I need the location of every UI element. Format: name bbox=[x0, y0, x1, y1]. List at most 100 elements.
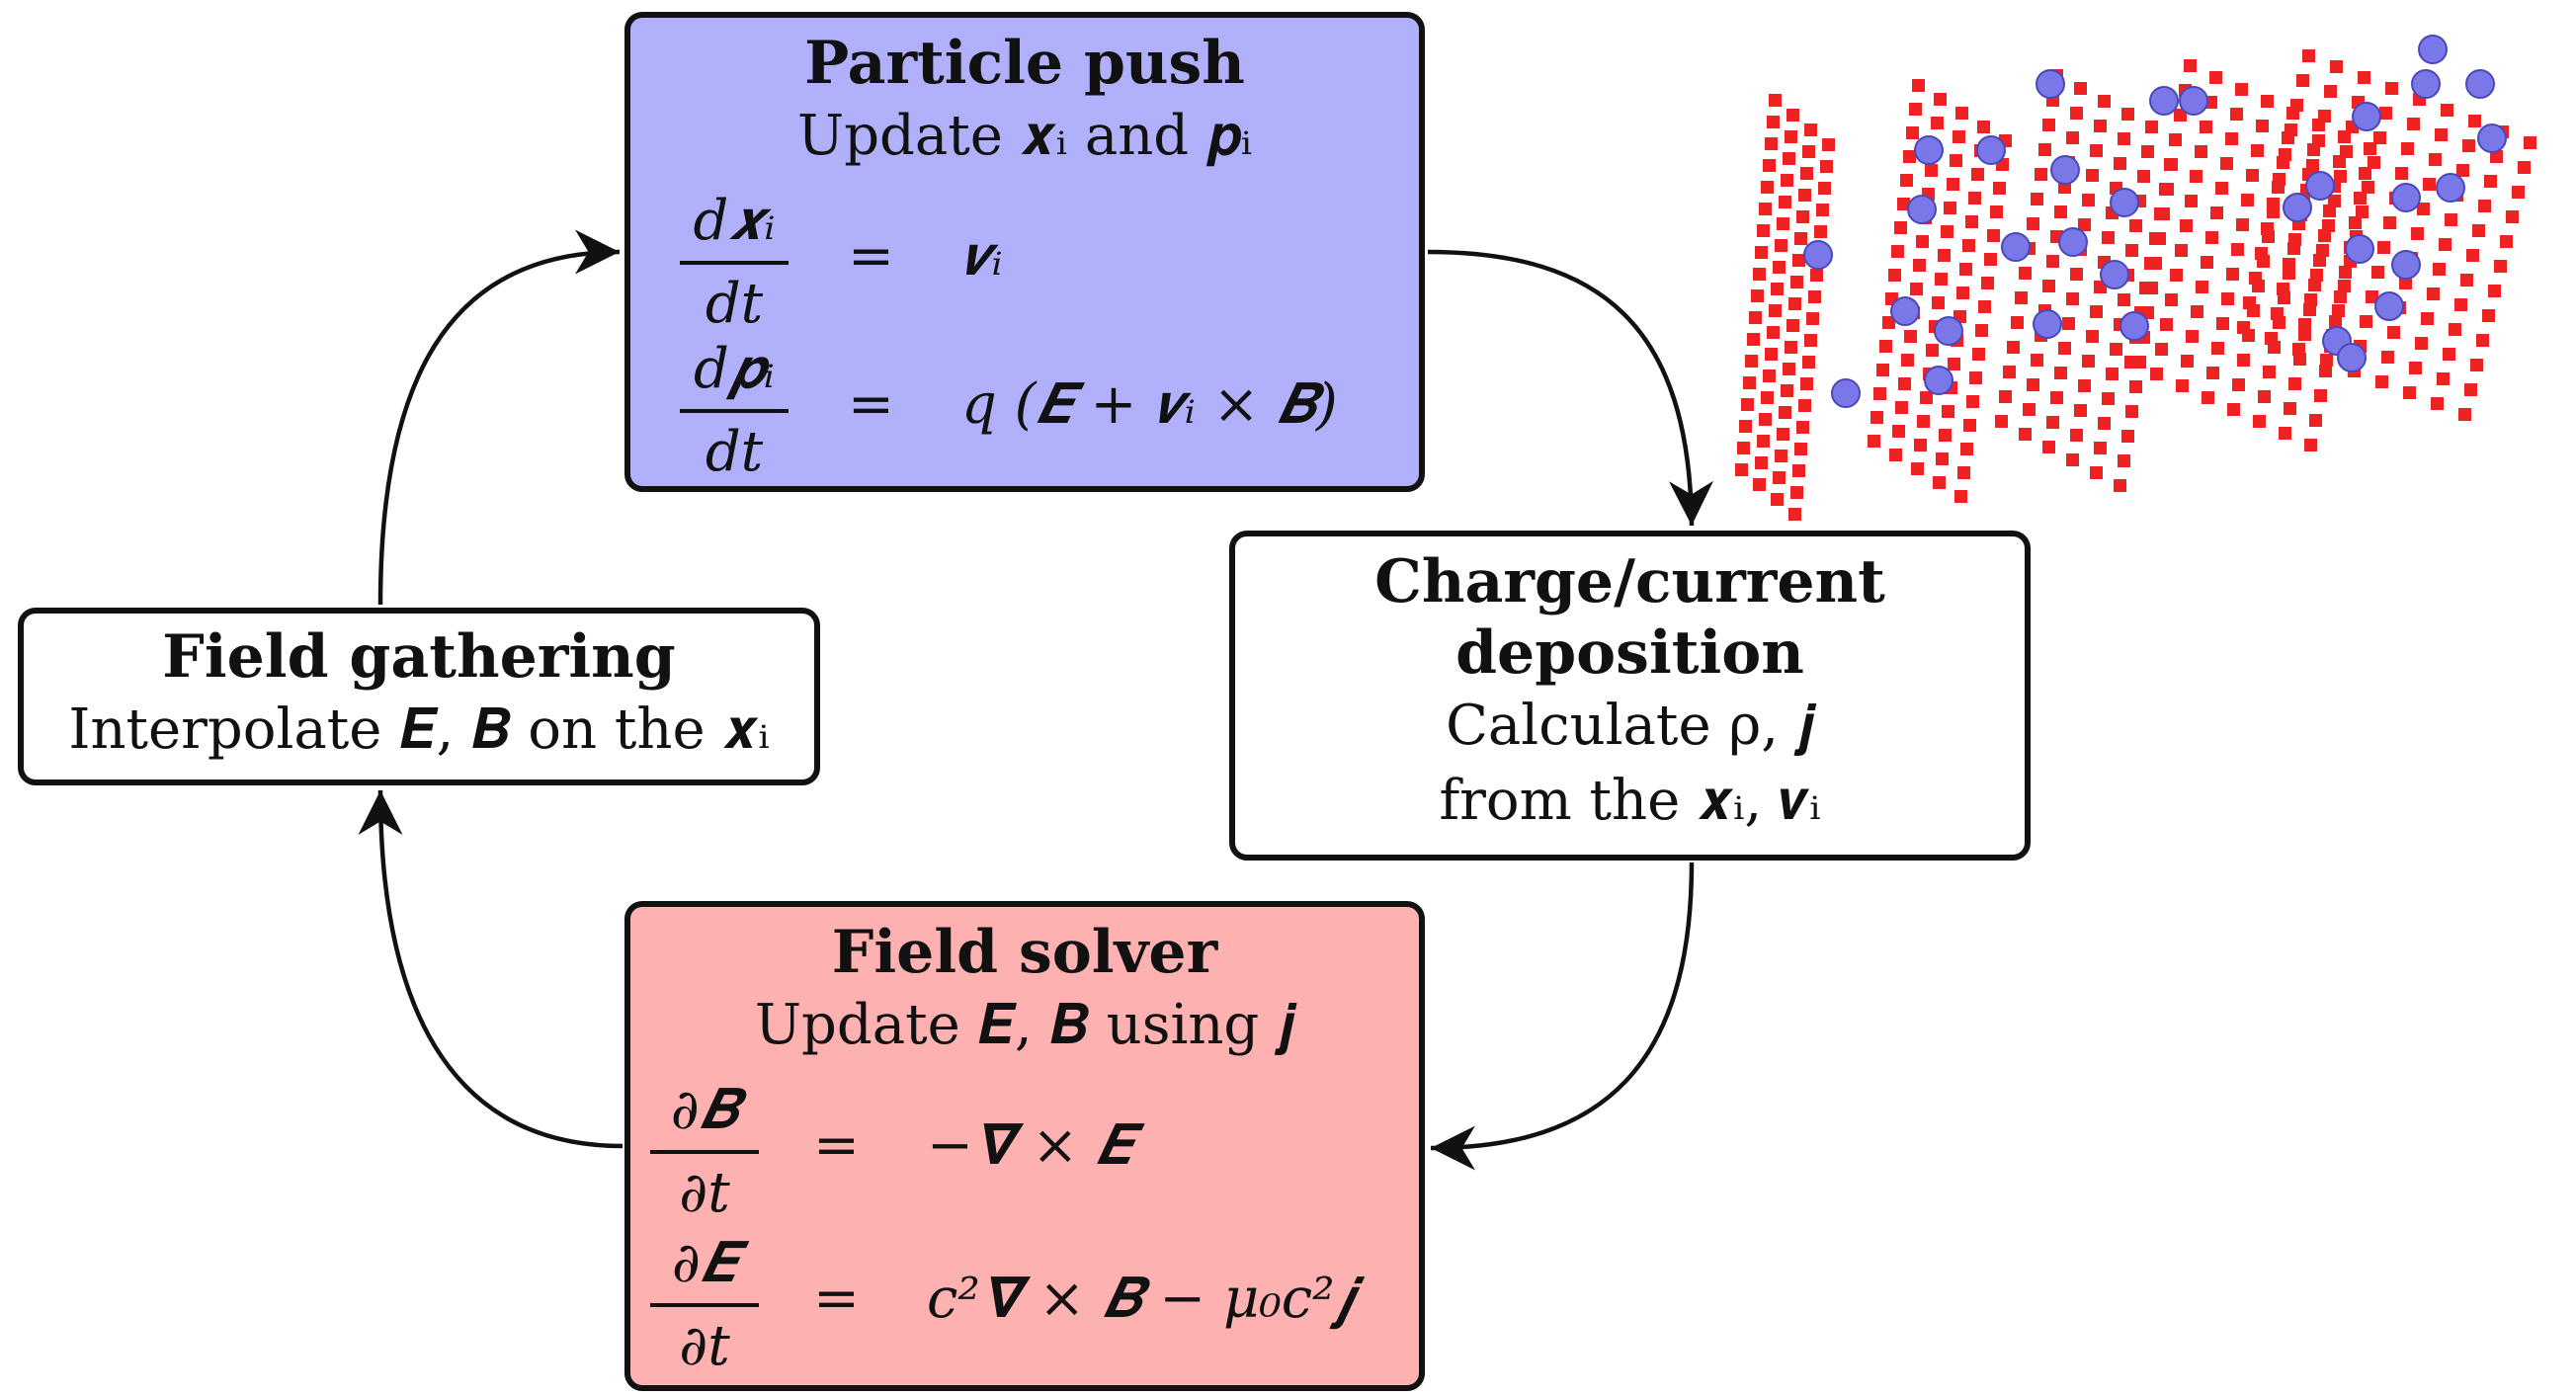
grid-cell bbox=[1759, 203, 1772, 215]
grid-cell bbox=[1785, 341, 1797, 354]
grid-cell bbox=[2395, 167, 2408, 180]
grid-cell bbox=[2251, 144, 2264, 157]
particle-push-title: Particle push bbox=[804, 29, 1245, 98]
grid-cell bbox=[2312, 134, 2325, 147]
grid-cell bbox=[2524, 136, 2536, 149]
grid-cell bbox=[1792, 464, 1805, 477]
grid-cell bbox=[2031, 193, 2043, 205]
grid-cell bbox=[1767, 116, 1780, 128]
grid-cell bbox=[2310, 269, 2323, 282]
grid-cell bbox=[2125, 244, 2138, 257]
grid-cell bbox=[2066, 453, 2079, 466]
grid-cell bbox=[2094, 120, 2107, 132]
grid-cell bbox=[2332, 304, 2345, 317]
grid-cell bbox=[2340, 145, 2353, 158]
grid-cell bbox=[2290, 99, 2303, 112]
grid-cell bbox=[1751, 289, 1764, 302]
particle-sphere bbox=[2345, 234, 2374, 264]
grid-cell bbox=[2216, 317, 2229, 330]
grid-cell bbox=[2377, 241, 2390, 254]
grid-cell bbox=[2316, 244, 2329, 257]
grid-cell bbox=[2339, 266, 2352, 279]
grid-cell bbox=[2181, 355, 2194, 368]
grid-cell bbox=[1931, 117, 1944, 129]
grid-cell bbox=[2435, 128, 2448, 141]
grid-cell bbox=[2050, 391, 2063, 404]
grid-cell bbox=[2298, 328, 2311, 341]
grid-cell bbox=[1926, 344, 1939, 357]
grid-cell bbox=[1894, 221, 1907, 234]
grid-cell bbox=[1755, 456, 1768, 469]
equals-sign: = bbox=[813, 1267, 860, 1331]
grid-cell bbox=[1755, 246, 1768, 259]
grid-cell bbox=[2285, 123, 2297, 136]
grid-cell bbox=[2403, 386, 2416, 399]
grid-cell bbox=[1769, 304, 1782, 317]
grid-cell bbox=[1984, 253, 1997, 266]
grid-cell bbox=[1956, 287, 1969, 299]
grid-cell bbox=[2118, 293, 2130, 306]
grid-cell bbox=[2038, 143, 2051, 156]
grid-cell bbox=[1816, 204, 1829, 216]
grid-cell bbox=[2141, 145, 2154, 158]
grid-cell bbox=[2385, 82, 2398, 95]
grid-cell bbox=[1771, 283, 1784, 295]
grid-cell bbox=[1814, 225, 1827, 238]
grid-cell bbox=[1917, 415, 1930, 428]
fraction-numerator: ∂𝑬 bbox=[671, 1231, 738, 1295]
grid-cell bbox=[2371, 266, 2384, 279]
grid-cell bbox=[2368, 156, 2380, 169]
grid-cell bbox=[1763, 370, 1776, 382]
grid-cell bbox=[1775, 450, 1787, 462]
grid-cell bbox=[1765, 137, 1778, 150]
grid-cell bbox=[1914, 439, 1927, 452]
grid-cell bbox=[1753, 478, 1766, 491]
grid-cell bbox=[1735, 463, 1748, 476]
grid-cell bbox=[2227, 403, 2240, 416]
grid-cell bbox=[2308, 279, 2321, 291]
grid-cell bbox=[2102, 231, 2115, 244]
grid-cell bbox=[2046, 255, 2059, 268]
particle-push-box: Particle push Update 𝒙ᵢ and 𝒑ᵢ d𝒙ᵢ dt = … bbox=[624, 12, 1425, 492]
grid-cell bbox=[2271, 307, 2284, 320]
grid-cell bbox=[2249, 272, 2262, 285]
grid-cell bbox=[2062, 317, 2075, 330]
grid-cell bbox=[2007, 341, 2020, 354]
grid-cell bbox=[1777, 428, 1789, 441]
particle-sphere bbox=[2119, 311, 2149, 341]
grid-cell bbox=[2094, 442, 2107, 454]
grid-cell bbox=[2304, 439, 2317, 452]
grid-cell bbox=[2235, 83, 2248, 96]
grid-cell bbox=[1870, 411, 1883, 424]
grid-cell bbox=[2042, 280, 2055, 292]
grid-cell bbox=[2381, 351, 2394, 364]
grid-cell bbox=[2230, 108, 2243, 121]
deposition-title-line1: Charge/current bbox=[1374, 547, 1885, 616]
grid-cell bbox=[2304, 293, 2317, 306]
grid-cell bbox=[2292, 343, 2305, 356]
grid-cell bbox=[2155, 343, 2168, 356]
grid-cell bbox=[2054, 367, 2067, 379]
grid-cell bbox=[2362, 181, 2374, 194]
grid-cell bbox=[2159, 183, 2172, 196]
grid-cell bbox=[1966, 395, 1979, 408]
grid-cell bbox=[2145, 121, 2158, 133]
grid-cell bbox=[1787, 319, 1799, 332]
grid-cell bbox=[2298, 318, 2311, 331]
grid-cell bbox=[2174, 109, 2187, 122]
field-gathering-line1: Interpolate 𝑬, 𝑩 on the 𝒙ᵢ bbox=[68, 698, 770, 762]
grid-cell bbox=[2354, 192, 2367, 205]
grid-cell bbox=[2256, 120, 2269, 132]
grid-cell bbox=[2383, 216, 2396, 229]
grid-cell bbox=[2334, 290, 2347, 303]
particle-sphere bbox=[1803, 240, 1833, 270]
grid-cell bbox=[2490, 150, 2503, 163]
particle-sphere bbox=[2100, 260, 2129, 289]
grid-cell bbox=[2201, 256, 2213, 269]
grid-cell bbox=[2090, 144, 2103, 157]
grid-cell bbox=[2110, 343, 2122, 356]
grid-cell bbox=[1785, 130, 1797, 143]
grid-cell bbox=[1909, 103, 1922, 116]
grid-cell bbox=[1947, 178, 1959, 191]
grid-cell bbox=[2090, 305, 2103, 318]
